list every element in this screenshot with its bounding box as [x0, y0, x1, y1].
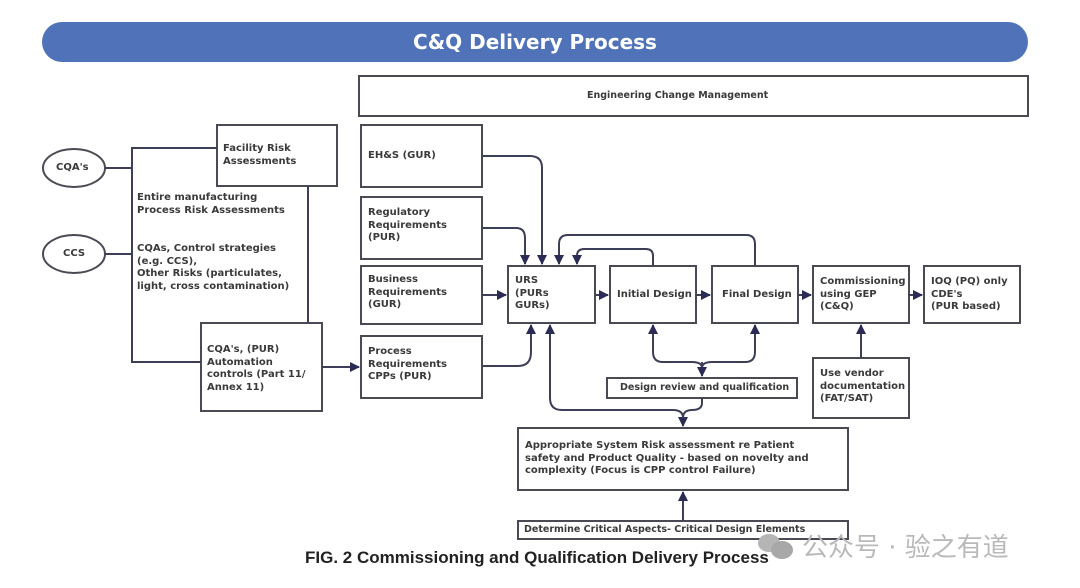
system-risk-box	[517, 427, 849, 491]
system-risk-label: Appropriate System Risk assessment re Pa…	[525, 440, 809, 476]
process-req-box	[360, 335, 483, 399]
commissioning-label: Commissioning using GEP (C&Q)	[820, 276, 906, 312]
automation-box	[200, 322, 323, 412]
wechat-icon	[758, 532, 794, 560]
review-to-final	[701, 324, 760, 369]
ecm-box	[358, 75, 1029, 117]
ioq-box	[923, 265, 1021, 324]
review-to-system-risk	[678, 398, 703, 427]
system-risk-to-urs	[545, 324, 684, 419]
process-req-to-urs	[482, 324, 536, 367]
watermark-text: 公众号 · 验之有道	[802, 533, 1009, 563]
vendor-docs-label: Use vendor documentation (FAT/SAT)	[820, 368, 906, 404]
figure-caption: FIG. 2 Commissioning and Qualification D…	[305, 548, 769, 567]
process-req-label: Process Requirements CPPs (PUR)	[368, 346, 447, 382]
facility-risk-box	[216, 124, 338, 187]
process-risk-detail-label: CQAs, Control strategies (e.g. CCS), Oth…	[137, 243, 290, 292]
title-banner: C&Q Delivery Process	[42, 22, 1028, 62]
ecm-label: Engineering Change Management	[587, 90, 769, 101]
initial-design-label: Initial Design	[617, 289, 692, 300]
critical-aspects-label: Determine Critical Aspects- Critical Des…	[524, 524, 806, 535]
ccs-oval-label: CCS	[63, 248, 86, 259]
initial-feedback-to-urs	[572, 248, 654, 266]
ehs-box	[360, 124, 483, 188]
business-box	[360, 265, 483, 325]
review-to-initial	[648, 324, 703, 376]
urs-label: URS (PURs GURs)	[515, 275, 550, 311]
final-design-label: Final Design	[722, 289, 792, 300]
final-design-box	[711, 265, 799, 324]
final-feedback-to-urs	[554, 234, 756, 266]
cqas-oval-label: CQA's	[56, 162, 89, 173]
ehs-to-urs	[482, 155, 547, 265]
facility-risk-label: Facility Risk Assessments	[223, 143, 297, 167]
regulatory-box	[360, 196, 483, 260]
regulatory-to-urs	[482, 227, 530, 265]
process-risk-bracket	[131, 147, 217, 363]
regulatory-label: Regulatory Requirements (PUR)	[368, 207, 447, 243]
process-risk-label: Entire manufacturing Process Risk Assess…	[137, 192, 285, 216]
watermark: 公众号 · 验之有道	[758, 527, 1009, 564]
ehs-label: EH&S (GUR)	[368, 150, 436, 161]
vendor-docs-box	[812, 357, 910, 419]
automation-label: CQA's, (PUR) Automation controls (Part 1…	[207, 344, 306, 393]
design-review-label: Design review and qualification	[620, 382, 790, 393]
commissioning-box	[812, 265, 910, 324]
ioq-label: IOQ (PQ) only CDE's (PUR based)	[931, 276, 1008, 312]
banner-title: C&Q Delivery Process	[413, 30, 657, 54]
business-label: Business Requirements (GUR)	[368, 274, 447, 310]
